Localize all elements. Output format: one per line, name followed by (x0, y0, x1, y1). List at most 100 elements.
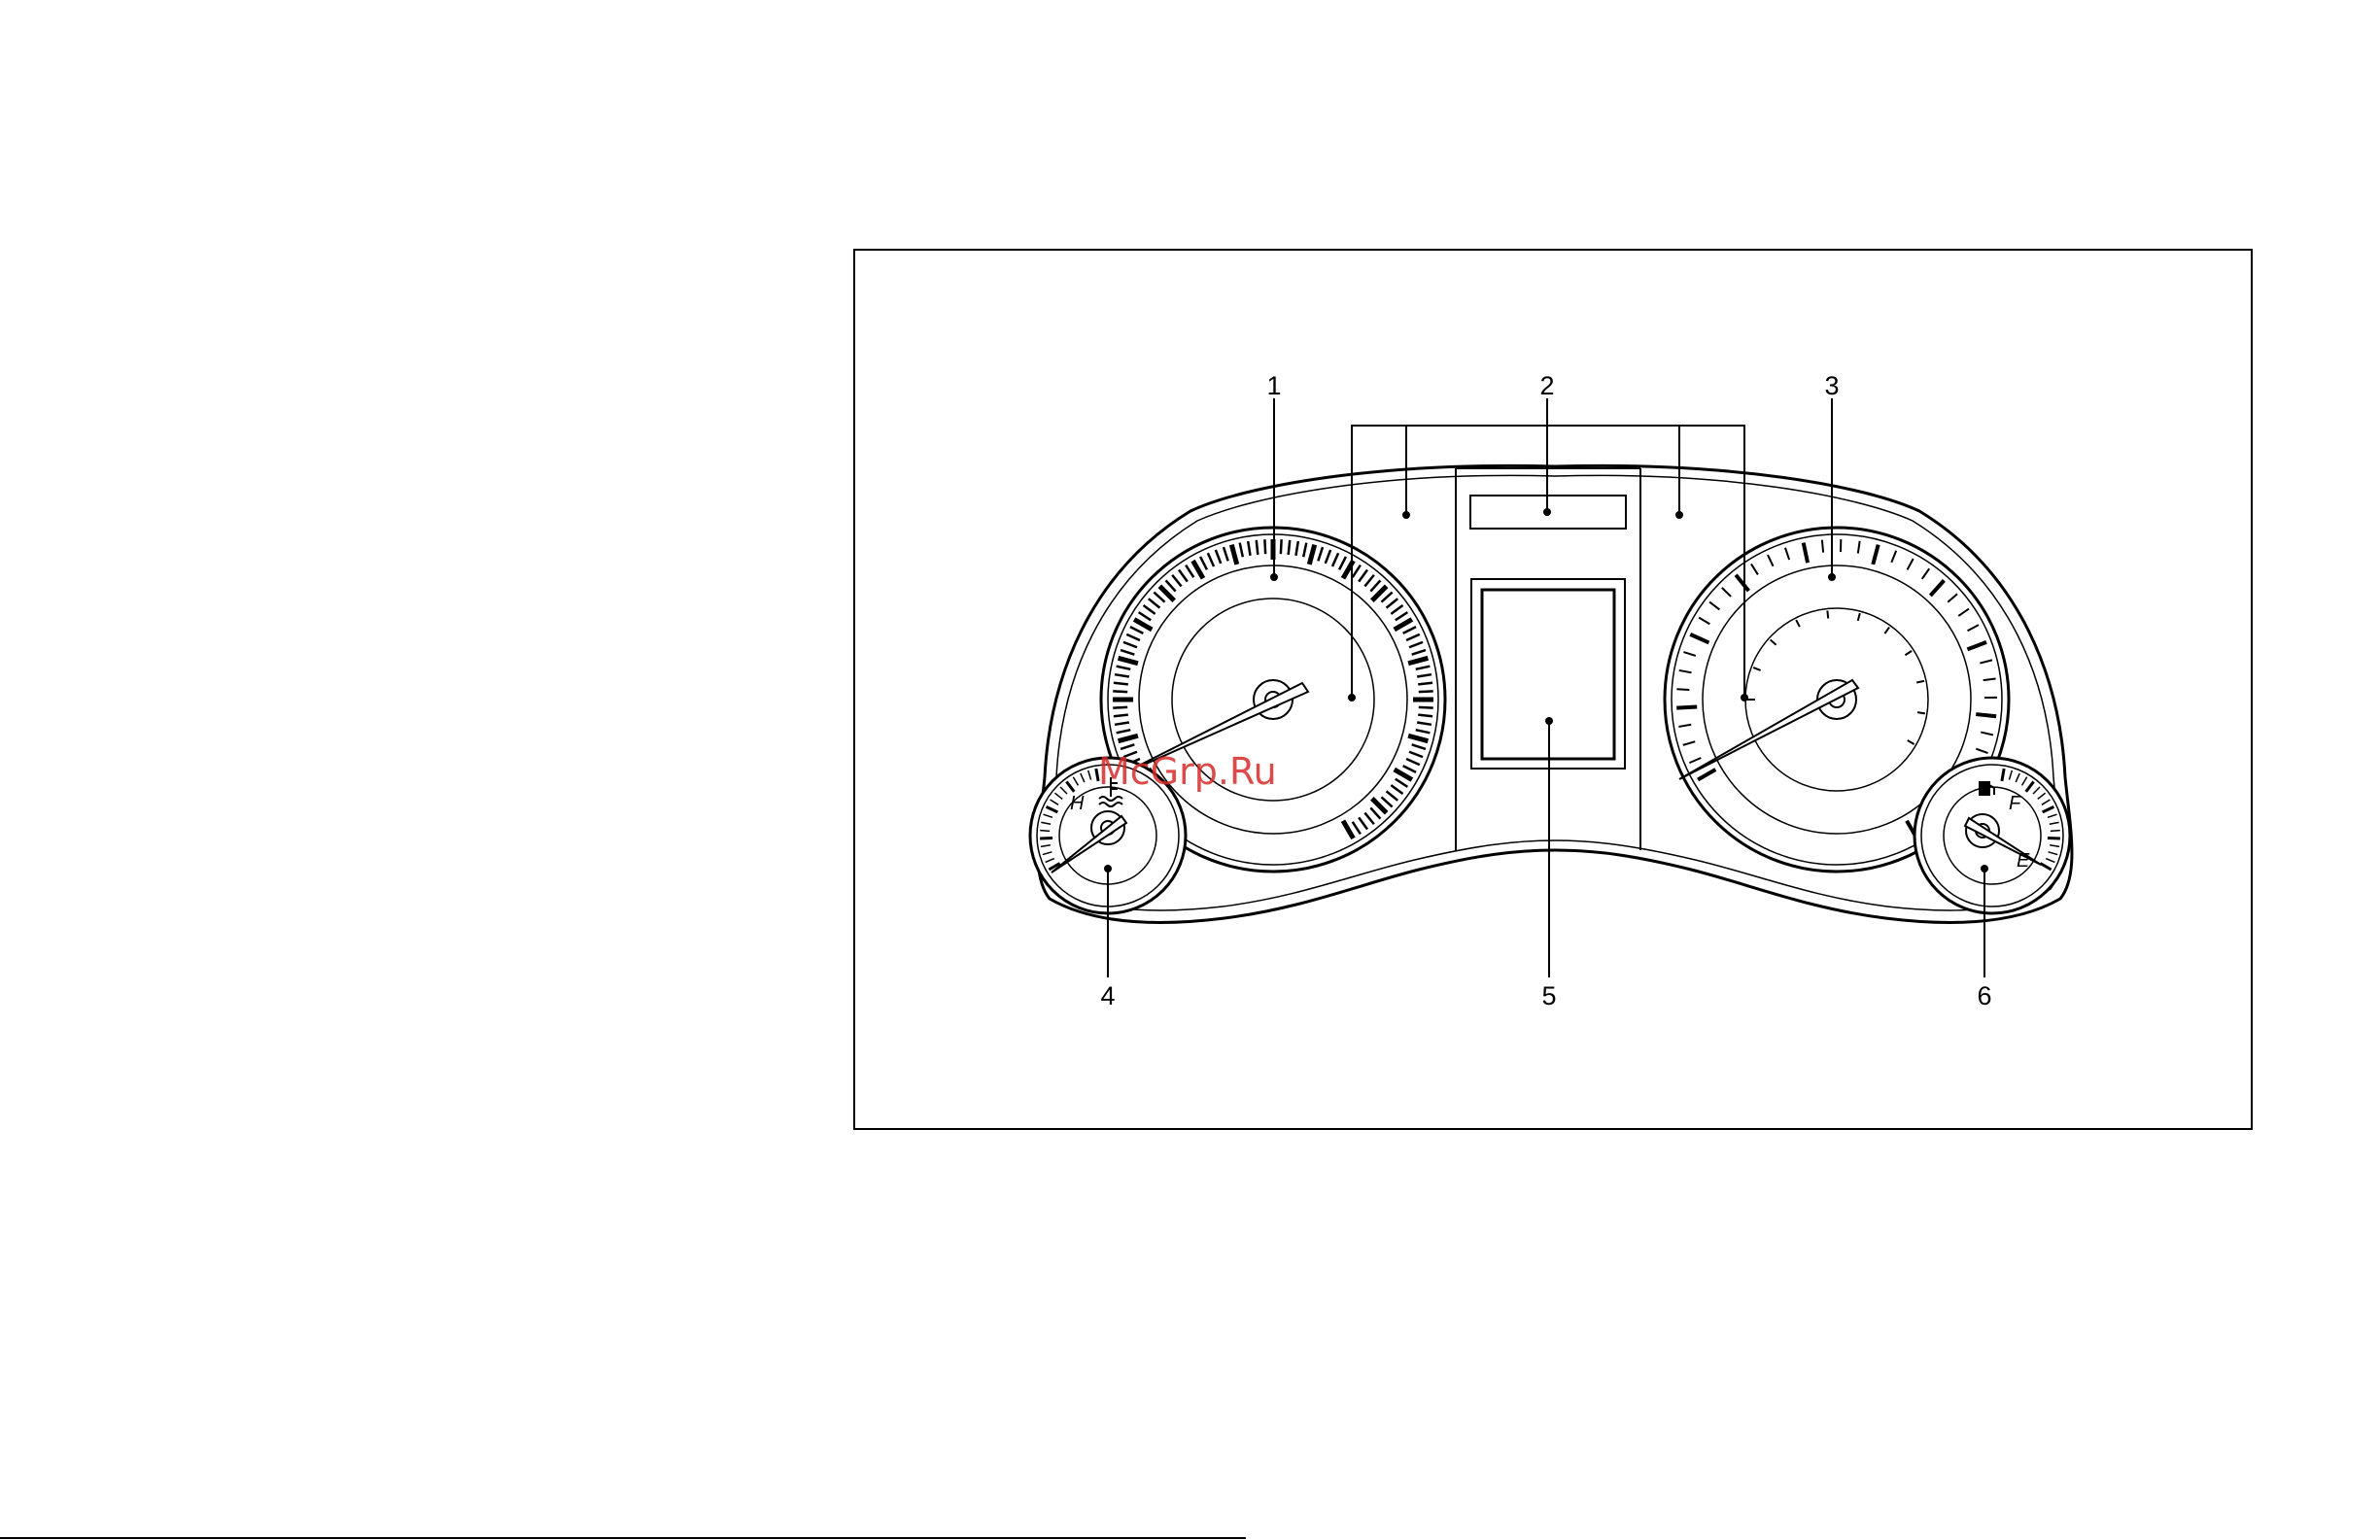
speedometer-inner-tick (1905, 651, 1912, 655)
speedometer-inner-tick (1908, 740, 1914, 744)
speedometer-inner-tick (1827, 611, 1828, 619)
tachometer-tick (1364, 813, 1373, 825)
tachometer-tick (1139, 612, 1152, 620)
speedometer-tick (1722, 588, 1731, 597)
tachometer-tick (1396, 612, 1408, 620)
tachometer-tick (1395, 770, 1412, 780)
speedometer-tick (1683, 741, 1695, 745)
tachometer-tick (1403, 766, 1416, 772)
tachometer-tick (1412, 744, 1426, 749)
speedometer-tick (1873, 545, 1878, 565)
gauge-letter-empty: E (2017, 850, 2030, 872)
speedometer-tick (1709, 602, 1719, 610)
tachometer-tick (1381, 593, 1392, 602)
tachometer-tick (1172, 575, 1181, 587)
tachometer-tick (1114, 715, 1128, 717)
tachometer-tick (1326, 550, 1330, 564)
tachometer-tick (1387, 791, 1398, 800)
speedometer-tick (1983, 678, 1996, 680)
tachometer-tick (1318, 547, 1323, 561)
tachometer-tick (1370, 580, 1380, 591)
tachometer-tick (1231, 545, 1236, 565)
tachometer-tick (1309, 545, 1314, 565)
tachometer-tick (1179, 570, 1188, 582)
speedometer-inner-tick (1771, 639, 1776, 644)
tachometer-tick (1370, 807, 1380, 818)
tachometer-tick (1396, 779, 1408, 787)
speedometer-tick (1822, 540, 1823, 553)
speedometer-tick (1804, 543, 1808, 564)
speedometer-tick (1958, 609, 1969, 616)
tachometer-tick (1281, 539, 1282, 554)
speedometer-tick (1981, 733, 1993, 736)
tachometer-tick (1409, 752, 1423, 757)
callout-4: 4 (1100, 981, 1115, 1010)
watermark: McGrp.Ru (1098, 750, 1277, 793)
tachometer-tick (1353, 822, 1361, 835)
tachometer-tick (1412, 650, 1426, 655)
speedometer-tick (1967, 642, 1986, 650)
callout-6: 6 (1977, 981, 1991, 1010)
speedometer-inner-tick (1884, 628, 1889, 633)
speedometer-inner-tick (1916, 681, 1924, 683)
speedometer-tick (1678, 725, 1691, 727)
tachometer-tick (1295, 541, 1297, 556)
tachometer-tick (1339, 557, 1346, 569)
speedometer-tick (1858, 541, 1860, 554)
cluster-housing-inner (1051, 475, 2058, 910)
tachometer-tick (1403, 627, 1416, 633)
speedometer-tick (1736, 575, 1748, 591)
tachometer-tick (1417, 674, 1431, 676)
speedometer-tick (1908, 559, 1914, 569)
speedometer-inner-tick (1917, 712, 1925, 713)
tachometer-tick (1144, 605, 1156, 614)
tachometer-tick (1381, 797, 1392, 806)
tachometer-tick (1114, 683, 1128, 685)
tachometer-tick (1419, 691, 1433, 692)
speedometer-tick (1976, 749, 1987, 753)
tachometer-tick (1208, 553, 1214, 566)
speedometer-inner-tick (1753, 667, 1760, 670)
tachometer-tick (1121, 744, 1134, 749)
tachometer-tick (1417, 722, 1431, 724)
speedometer-tick (1968, 625, 1980, 631)
fuel-gauge-tick (2051, 831, 2060, 832)
speedometer-tick (1676, 689, 1689, 690)
tachometer-tick (1123, 642, 1137, 647)
tachometer-tick (1115, 674, 1129, 676)
tachometer-tick (1419, 707, 1433, 708)
tachometer-tick (1332, 553, 1338, 566)
tachometer-tick (1391, 785, 1402, 794)
speedometer-tick (1948, 594, 1957, 602)
tachometer-tick (1224, 547, 1228, 561)
speedometer-tick (1976, 714, 1996, 716)
tachometer-tick (1406, 759, 1420, 765)
tachometer-tick (1418, 715, 1432, 717)
speedometer-tick (1679, 670, 1692, 672)
tachometer-tick (1264, 539, 1265, 554)
tachometer-tick (1303, 543, 1306, 558)
gauge-letter-full: F (2009, 793, 2022, 814)
tachometer-tick (1216, 550, 1221, 564)
speedometer-tick (1676, 707, 1697, 708)
tachometer-tick (1200, 557, 1207, 569)
callout-2: 2 (1539, 371, 1554, 400)
callout-5: 5 (1541, 981, 1556, 1010)
tachometer-tick (1119, 658, 1138, 663)
tachometer-tick (1166, 580, 1176, 591)
fuel-gauge: F E (1914, 758, 2070, 913)
speedometer-tick (1698, 770, 1715, 780)
tachometer-tick (1257, 540, 1259, 555)
tachometer-tick (1126, 634, 1140, 640)
tachometer-tick (1121, 650, 1134, 655)
gauge-letter-hot: H (1070, 793, 1085, 814)
tachometer-tick (1409, 642, 1423, 647)
speedometer-tick (1930, 580, 1944, 596)
tachometer-tick (1240, 543, 1243, 558)
tachometer-tick (1359, 817, 1367, 829)
tachometer-tick (1130, 627, 1143, 633)
coolant-gauge-tick (1040, 831, 1050, 832)
tachometer-tick (1364, 575, 1373, 587)
tachometer-tick (1395, 620, 1412, 631)
